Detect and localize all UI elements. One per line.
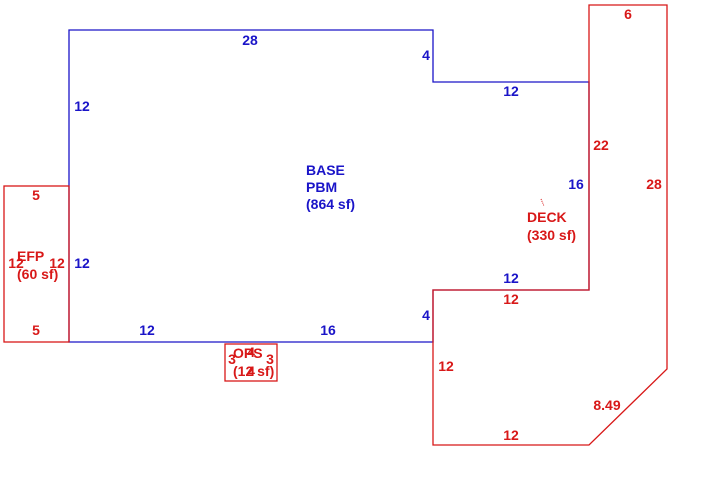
- ops-outline: [224, 343, 278, 382]
- deck-dim-bottom: 12: [503, 427, 519, 443]
- ops-dim-right: 3: [266, 351, 274, 367]
- base-dim-right-lower: 12: [503, 270, 519, 286]
- efp-area-name: EFP: [17, 248, 44, 264]
- deck-outline: [432, 4, 668, 446]
- efp-area-size: (60 sf): [17, 266, 58, 282]
- ops-area-size: (12 sf): [233, 363, 274, 379]
- base-area-name: BASE: [306, 162, 345, 178]
- deck-dim-top: 6: [624, 6, 632, 22]
- base-dim-bottom-left: 12: [139, 322, 155, 338]
- base-dim-top: 28: [242, 32, 258, 48]
- efp-dim-right: 12: [49, 255, 65, 271]
- deck-area-name: DECK: [527, 209, 567, 225]
- base-dim-bottom-right: 16: [320, 322, 336, 338]
- deck-dim-left: 12: [438, 358, 454, 374]
- ops-area-name: OPS: [233, 345, 263, 361]
- efp-dim-left: 12: [8, 255, 24, 271]
- base-dim-right-upper: 12: [503, 83, 519, 99]
- base-dim-left-lower: 12: [74, 255, 90, 271]
- ops-dim-top: 4: [247, 344, 255, 360]
- deck-area-size: (330 sf): [527, 227, 576, 243]
- stray-mark: [540, 198, 545, 207]
- deck-dim-diagonal: 8.49: [593, 397, 620, 413]
- deck-dim-inner-right: 22: [593, 137, 609, 153]
- ops-dim-bottom: 4: [247, 363, 255, 379]
- deck-dim-inner-top: 12: [503, 291, 519, 307]
- base-area-code: PBM: [306, 179, 337, 195]
- base-dim-left-upper: 12: [74, 98, 90, 114]
- deck-dim-outer-right: 28: [646, 176, 662, 192]
- base-dim-right-side: 16: [568, 176, 584, 192]
- base-area-size: (864 sf): [306, 196, 355, 212]
- efp-dim-top: 5: [32, 187, 40, 203]
- efp-outline: [3, 185, 70, 343]
- base-dim-top-right-step: 4: [422, 47, 430, 63]
- base-dim-bottom-right-step: 4: [422, 307, 430, 323]
- ops-dim-left: 3: [228, 351, 236, 367]
- efp-dim-bottom: 5: [32, 322, 40, 338]
